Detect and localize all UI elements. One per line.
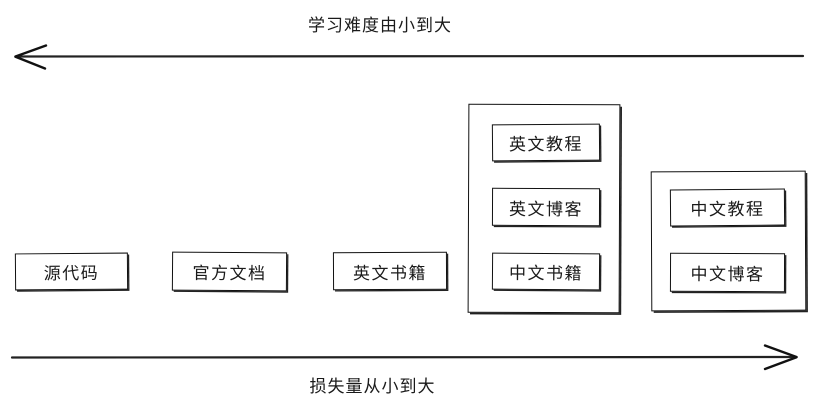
node-label: 英文博客 [508, 199, 584, 219]
node-label: 中文博客 [690, 264, 765, 285]
node-label: 源代码 [43, 263, 100, 284]
node-chinese-blogs[interactable]: 中文博客 [669, 252, 786, 293]
bottom-axis-label: 损失量从小到大 [309, 377, 436, 396]
bottom-axis-arrow [10, 344, 798, 371]
node-english-blogs[interactable]: 英文博客 [491, 187, 601, 227]
node-label: 中文教程 [690, 199, 765, 220]
node-english-tutorials[interactable]: 英文教程 [491, 123, 601, 162]
node-label: 官方文档 [192, 263, 267, 284]
node-source-code[interactable]: 源代码 [14, 252, 129, 291]
node-label: 英文书籍 [352, 263, 428, 283]
node-english-books[interactable]: 英文书籍 [332, 251, 448, 291]
node-label: 中文书籍 [508, 263, 584, 284]
node-chinese-tutorials[interactable]: 中文教程 [669, 188, 786, 227]
top-axis-arrow [14, 44, 805, 70]
node-label: 英文教程 [508, 134, 584, 155]
top-axis-label: 学习难度由小到大 [308, 16, 452, 35]
node-official-docs[interactable]: 官方文档 [171, 251, 288, 292]
node-chinese-books[interactable]: 中文书籍 [491, 252, 601, 291]
